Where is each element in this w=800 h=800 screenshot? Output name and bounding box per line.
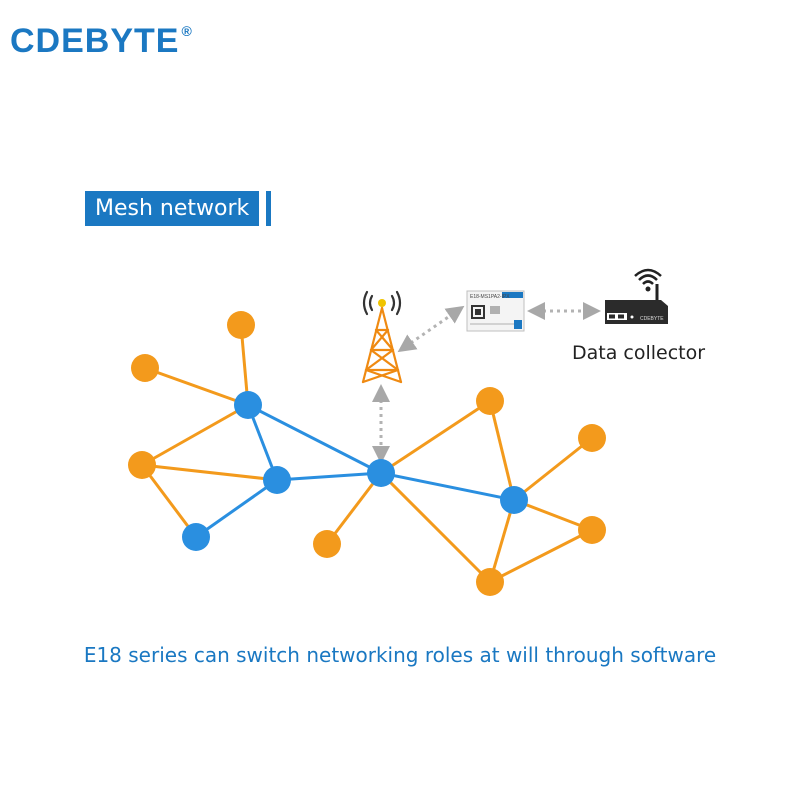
section-title: Mesh network — [85, 191, 260, 226]
edge-o3-c3 — [140, 464, 198, 538]
edge-o3-c2 — [141, 463, 278, 482]
edge-c2-c4 — [276, 471, 382, 482]
edge-o6-c4 — [379, 471, 492, 584]
node-o6 — [476, 568, 504, 596]
node-o3 — [128, 451, 156, 479]
edge-o2-c1 — [144, 366, 249, 407]
edge-o6-o8 — [489, 528, 593, 584]
node-c4 — [367, 459, 395, 487]
node-c2 — [263, 466, 291, 494]
edge-c1-c4 — [247, 403, 382, 475]
node-o4 — [313, 530, 341, 558]
node-o7 — [578, 424, 606, 452]
brand-name: CDEBYTE — [10, 22, 180, 60]
node-o2 — [131, 354, 159, 382]
edge-o6-c5 — [488, 499, 516, 583]
module-icon: E18-MS1PA2-IPX — [466, 290, 525, 332]
edge-o4-c4 — [325, 472, 383, 545]
data-collector-label: Data collector — [572, 342, 706, 364]
node-o1 — [227, 311, 255, 339]
caption-text: E18 series can switch networking roles a… — [83, 643, 717, 667]
edge-o3-c1 — [141, 403, 249, 467]
edge-o5-c4 — [380, 399, 491, 475]
tower-icon — [361, 290, 403, 384]
section-accent-bar — [266, 191, 272, 226]
edge-o5-c5 — [488, 400, 516, 501]
link-tower-module — [397, 305, 465, 353]
edge-o7-c5 — [513, 436, 593, 502]
router-icon: CDEBYTE — [605, 268, 668, 324]
node-o8 — [578, 516, 606, 544]
module-label: E18-MS1PA2-IPX — [470, 294, 510, 300]
node-c5 — [500, 486, 528, 514]
node-c1 — [234, 391, 262, 419]
node-c3 — [182, 523, 210, 551]
brand-logo: CDEBYTE® — [10, 22, 193, 61]
node-o5 — [476, 387, 504, 415]
registered-mark: ® — [181, 22, 193, 39]
router-brand: CDEBYTE — [640, 316, 664, 322]
section-heading: Mesh network — [85, 191, 272, 226]
edge-c4-c5 — [380, 471, 515, 502]
edge-c2-c3 — [195, 478, 278, 539]
